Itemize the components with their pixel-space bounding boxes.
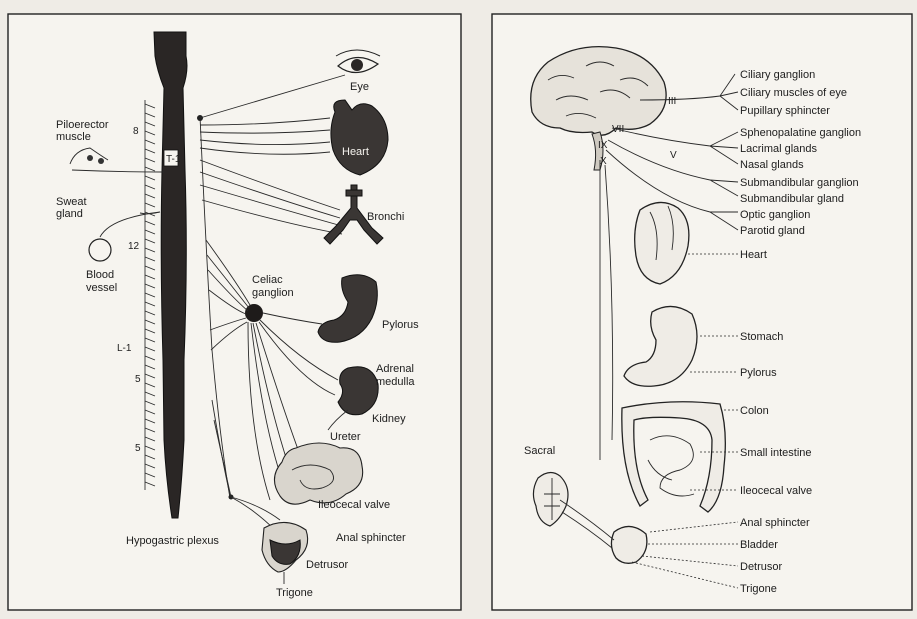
label-trigone-right: Trigone [740,583,777,595]
left-panel-frame [8,14,461,610]
label-detrusor-right: Detrusor [740,561,783,573]
label-sphenopalatine: Sphenopalatine ganglion [740,127,861,139]
label-celiac: Celiac [252,274,283,286]
cranial-nerve-v: V [670,150,677,161]
label-parotid-gland: Parotid gland [740,225,805,237]
label-sweat-2: gland [56,208,83,220]
blood-vessel [89,239,111,261]
right-panel: III VII IX X V Ciliary ganglion Ciliary … [492,14,912,610]
label-blood-2: vessel [86,282,117,294]
label-ureter: Ureter [330,431,361,443]
label-piloerector-2: muscle [56,131,91,143]
label-stomach: Stomach [740,331,783,343]
label-sweat: Sweat [56,196,87,208]
label-nasal: Nasal glands [740,159,804,171]
label-ileocecal-right: Ileocecal valve [740,485,812,497]
label-small-intestine: Small intestine [740,447,812,459]
label-blood: Blood [86,269,114,281]
label-ciliary-ganglion: Ciliary ganglion [740,69,815,81]
spine-marker-t12: 12 [128,241,140,252]
label-eye: Eye [350,81,369,93]
label-ciliary-muscles: Ciliary muscles of eye [740,87,847,99]
label-optic-ganglion: Optic ganglion [740,209,810,221]
label-hypogastric-plexus: Hypogastric plexus [126,535,219,547]
label-kidney: Kidney [372,413,406,425]
left-panel: 8 T-1 12 L-1 5 5 [8,14,461,610]
spine-marker-t8: 8 [133,126,139,137]
label-trigone: Trigone [276,587,313,599]
label-lacrimal: Lacrimal glands [740,143,818,155]
label-adrenal: Adrenal [376,363,414,375]
label-adrenal-2: medulla [376,376,415,388]
label-colon: Colon [740,405,769,417]
label-ileocecal: Ileocecal valve [318,499,390,511]
spine-marker-t1: T-1 [166,154,181,165]
spine-marker-l1: L-1 [117,343,132,354]
label-piloerector: Piloerector [56,119,109,131]
label-submandibular-gland: Submandibular gland [740,193,844,205]
label-celiac-2: ganglion [252,287,294,299]
label-detrusor: Detrusor [306,559,349,571]
label-anal-sphincter-right: Anal sphincter [740,517,810,529]
label-pylorus-right: Pylorus [740,367,777,379]
cranial-nerve-x: X [600,156,607,167]
spine-marker-s5: 5 [135,443,141,454]
label-bronchi: Bronchi [367,211,404,223]
spine-marker-l5: 5 [135,374,141,385]
label-pupillary-sphincter: Pupillary sphincter [740,105,830,117]
cranial-nerve-vii: VII [612,124,624,135]
cranial-nerve-ix: IX [598,140,608,151]
label-bladder: Bladder [740,539,778,551]
label-heart: Heart [342,146,369,158]
cranial-nerve-iii: III [668,96,676,107]
label-submandibular-ganglion: Submandibular ganglion [740,177,859,189]
label-anal-sphincter: Anal sphincter [336,532,406,544]
label-pylorus: Pylorus [382,319,419,331]
label-heart-right: Heart [740,249,767,261]
label-sacral: Sacral [524,445,555,457]
